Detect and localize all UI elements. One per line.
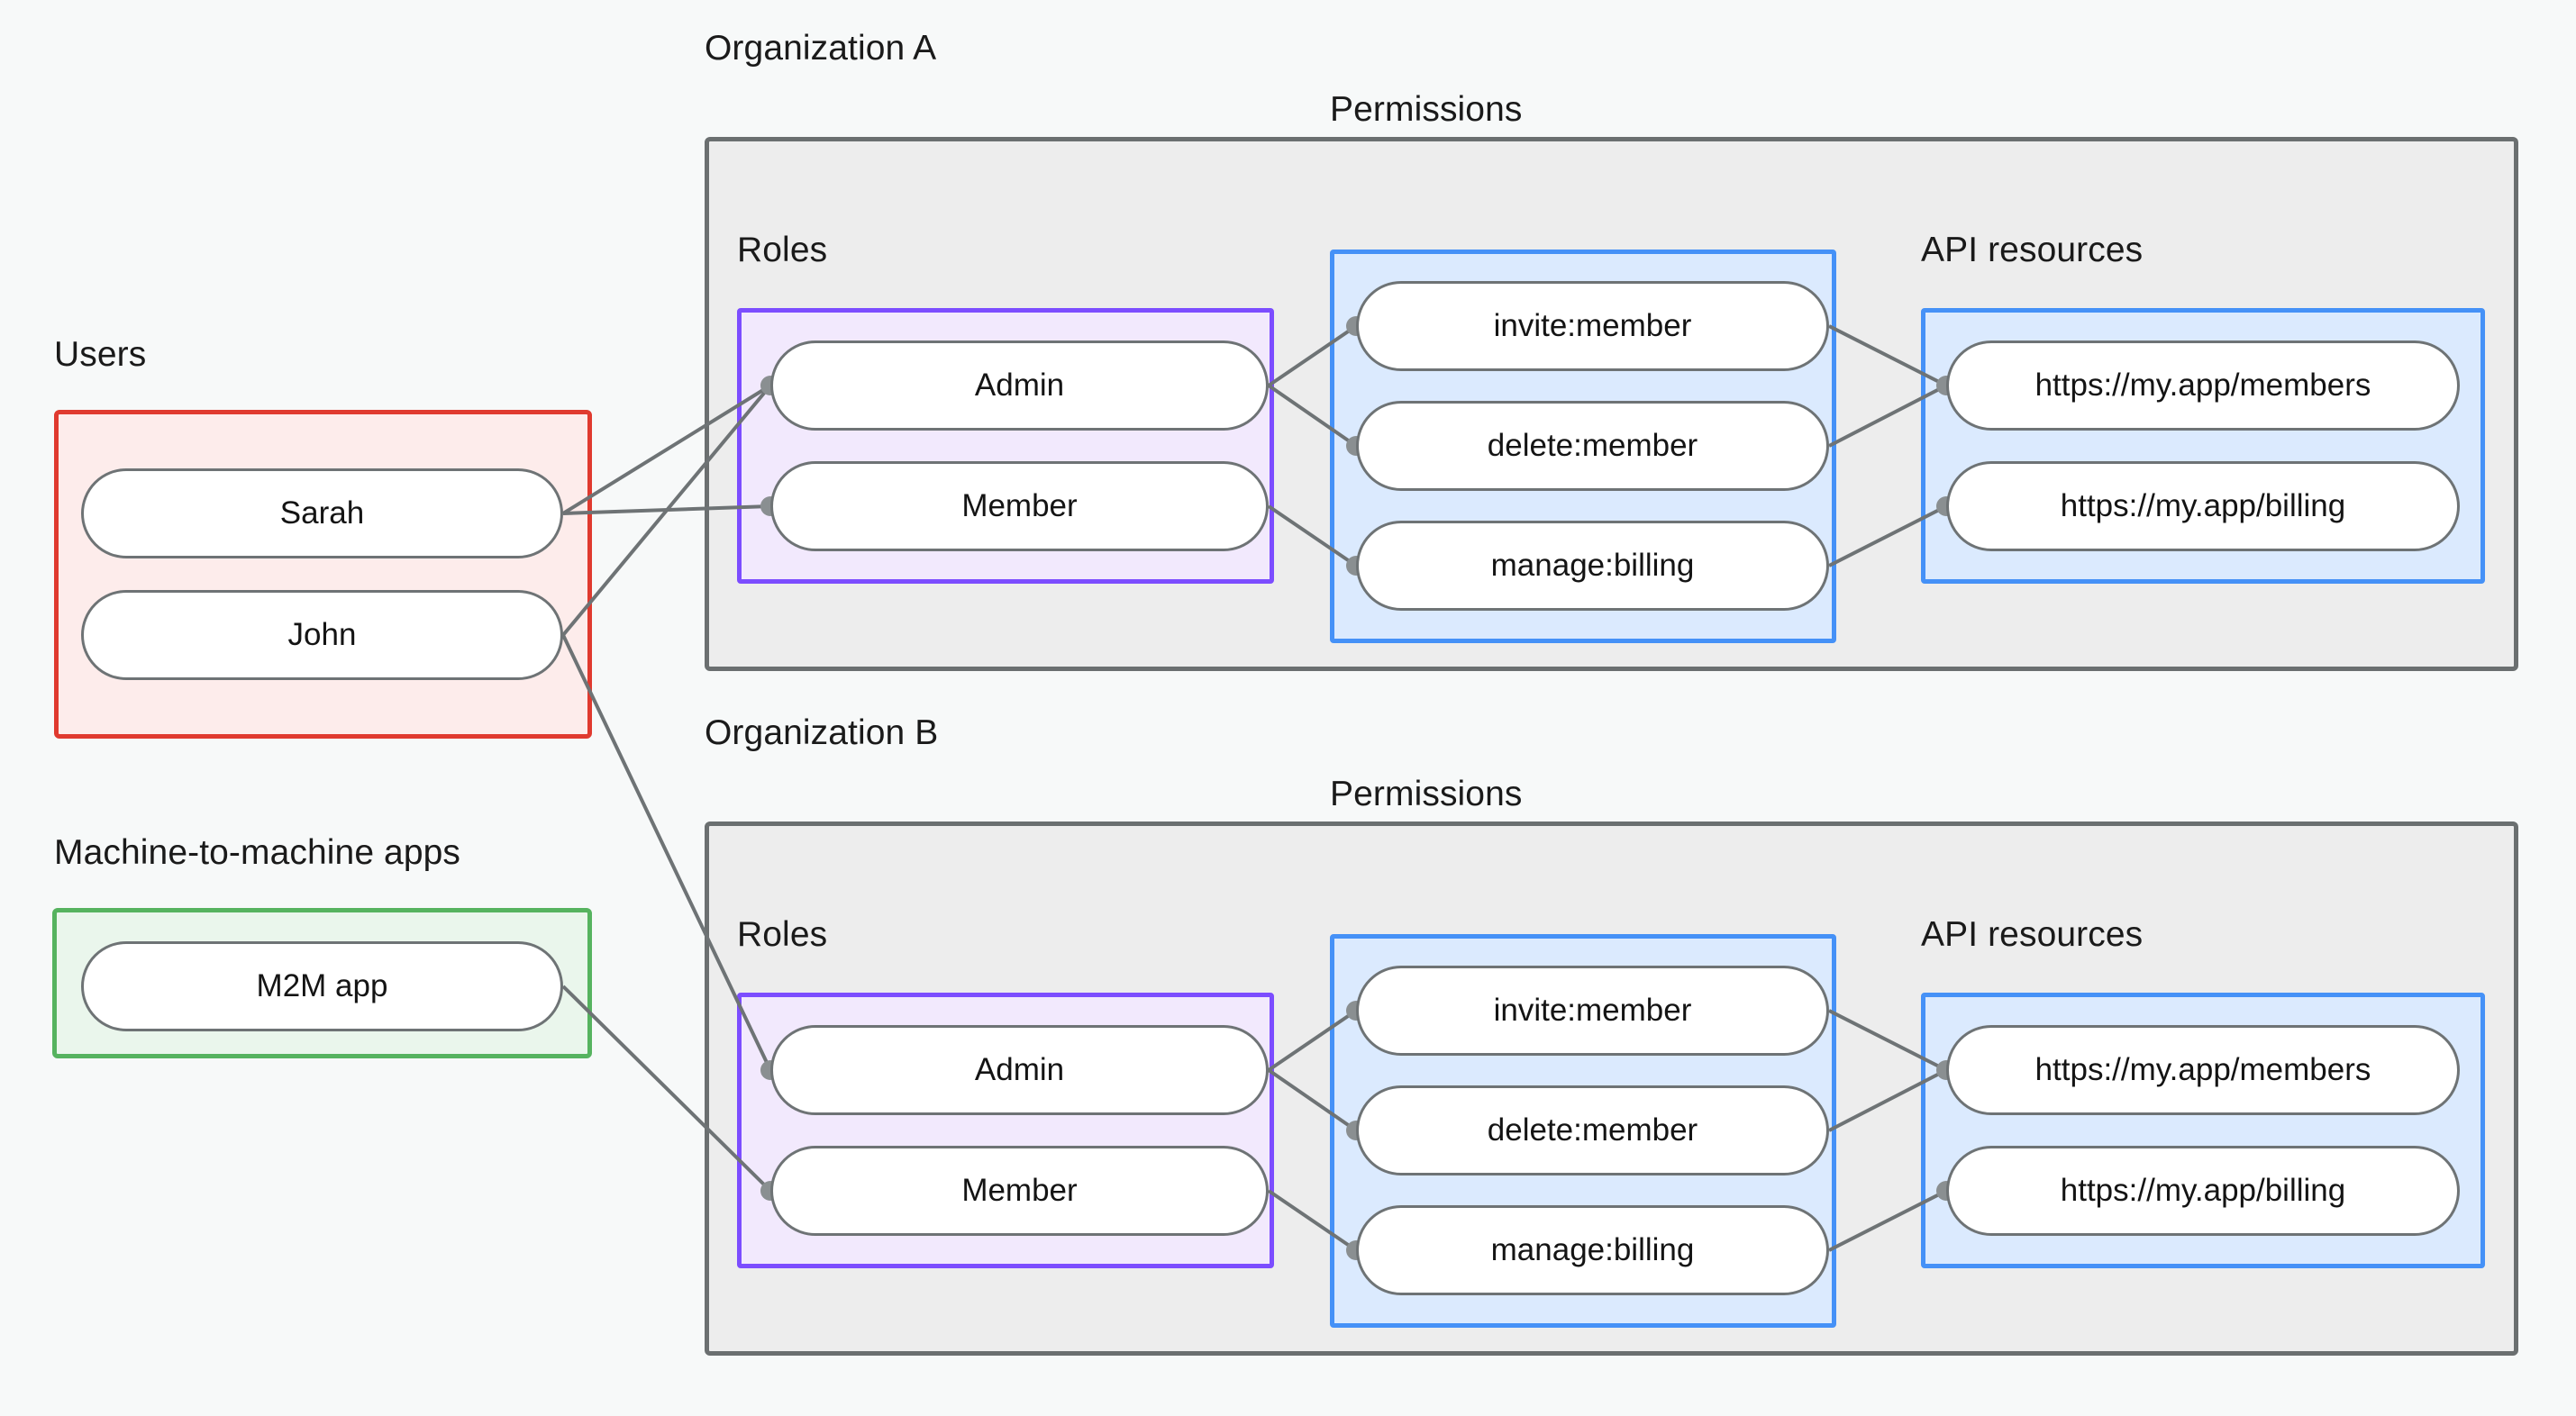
org-a-permission-manage-billing[interactable]: manage:billing — [1356, 521, 1829, 611]
org-b-api-billing-label: https://my.app/billing — [2060, 1173, 2346, 1208]
org-b-permission-delete-member-label: delete:member — [1487, 1112, 1698, 1148]
org-a-role-admin[interactable]: Admin — [770, 340, 1269, 431]
org-b-role-admin-label: Admin — [974, 1052, 1065, 1087]
org-a-api-members-label: https://my.app/members — [2034, 368, 2371, 403]
org-b-api-members[interactable]: https://my.app/members — [1946, 1025, 2460, 1115]
org-a-permission-invite-member[interactable]: invite:member — [1356, 281, 1829, 371]
org-a-api-members[interactable]: https://my.app/members — [1946, 340, 2460, 431]
users-group — [54, 410, 592, 739]
org-a-permission-manage-billing-label: manage:billing — [1490, 548, 1695, 583]
org-a-api-billing[interactable]: https://my.app/billing — [1946, 461, 2460, 551]
org-b-permission-manage-billing[interactable]: manage:billing — [1356, 1205, 1829, 1295]
m2m-node-app[interactable]: M2M app — [81, 941, 563, 1031]
org-a-api-caption: API resources — [1921, 231, 2144, 269]
m2m-node-app-label: M2M app — [256, 968, 388, 1003]
org-a-role-member[interactable]: Member — [770, 461, 1269, 551]
org-b-permission-invite-member[interactable]: invite:member — [1356, 966, 1829, 1056]
org-a-role-member-label: Member — [961, 488, 1078, 523]
user-node-john-label: John — [287, 617, 357, 652]
org-a-permission-delete-member[interactable]: delete:member — [1356, 401, 1829, 491]
org-a-caption: Organization A — [705, 29, 937, 68]
user-node-sarah-label: Sarah — [279, 495, 365, 531]
org-b-role-member-label: Member — [961, 1173, 1078, 1208]
org-b-api-members-label: https://my.app/members — [2034, 1052, 2371, 1087]
users-caption: Users — [54, 335, 147, 374]
org-b-caption: Organization B — [705, 713, 939, 752]
user-node-sarah[interactable]: Sarah — [81, 468, 563, 558]
org-b-role-admin[interactable]: Admin — [770, 1025, 1269, 1115]
org-a-permissions-caption: Permissions — [1330, 90, 1523, 129]
org-b-roles-caption: Roles — [737, 915, 828, 954]
org-a-roles-caption: Roles — [737, 231, 828, 269]
user-node-john[interactable]: John — [81, 590, 563, 680]
org-b-permission-manage-billing-label: manage:billing — [1490, 1232, 1695, 1267]
org-a-permission-invite-member-label: invite:member — [1493, 308, 1692, 343]
m2m-caption: Machine-to-machine apps — [54, 833, 461, 872]
org-b-permission-invite-member-label: invite:member — [1493, 993, 1692, 1028]
org-b-permissions-caption: Permissions — [1330, 775, 1523, 813]
org-b-permission-delete-member[interactable]: delete:member — [1356, 1085, 1829, 1175]
org-a-role-admin-label: Admin — [974, 368, 1065, 403]
org-b-api-billing[interactable]: https://my.app/billing — [1946, 1146, 2460, 1236]
org-b-api-caption: API resources — [1921, 915, 2144, 954]
org-a-api-billing-label: https://my.app/billing — [2060, 488, 2346, 523]
org-b-role-member[interactable]: Member — [770, 1146, 1269, 1236]
org-a-permission-delete-member-label: delete:member — [1487, 428, 1698, 463]
